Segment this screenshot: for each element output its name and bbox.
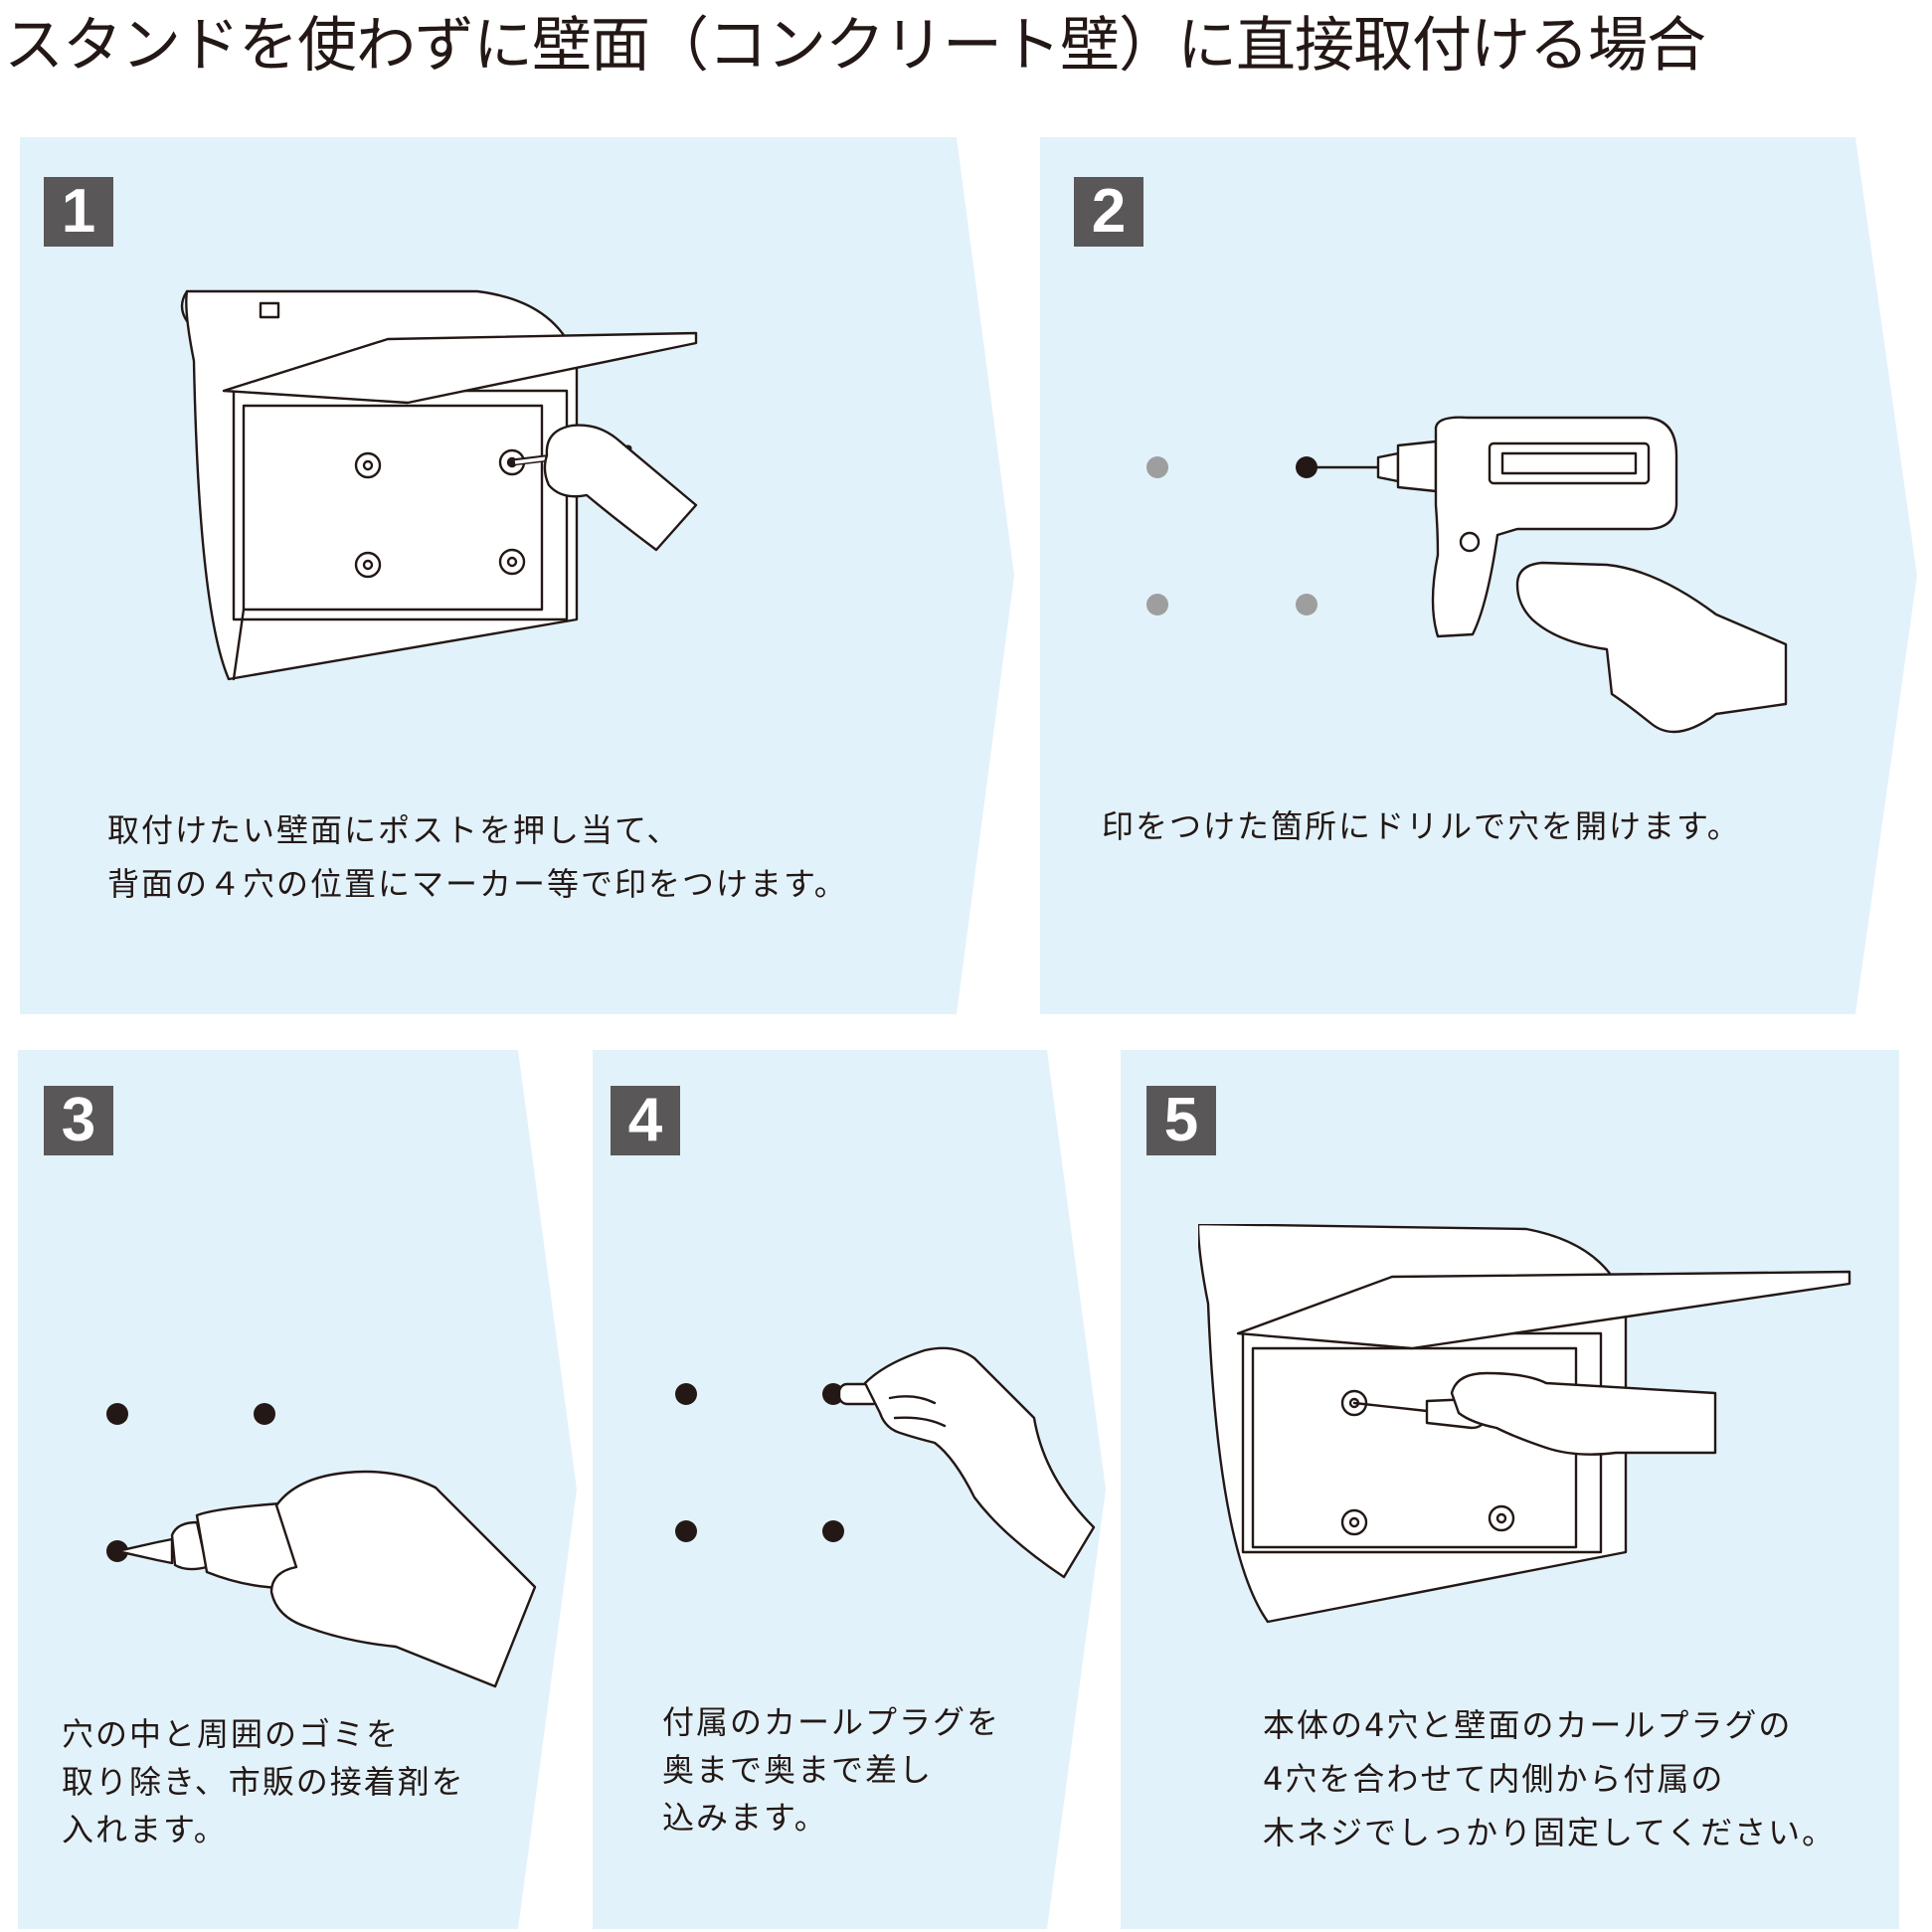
step-4-line-2: 奥まで奥まで差し bbox=[662, 1751, 934, 1789]
adhesive-illustration bbox=[106, 1403, 537, 1688]
step-4-text: 付属のカールプラグを 奥まで奥まで差し 込みます。 bbox=[662, 1698, 1000, 1842]
step-3-badge: 3 bbox=[44, 1086, 113, 1155]
step-4-background bbox=[593, 1050, 1106, 1929]
step-4-line-3: 込みます。 bbox=[662, 1799, 828, 1837]
mark-dot bbox=[1296, 594, 1317, 615]
step-3-text: 穴の中と周囲のゴミを 取り除き、市販の接着剤を 入れます。 bbox=[62, 1710, 465, 1853]
hole-dot bbox=[822, 1520, 844, 1542]
step-3-line-2: 取り除き、市販の接着剤を bbox=[62, 1763, 465, 1801]
step-3-panel: 3 穴の中と周囲のゴミを 取り除き、市販の接着剤を 入れます。 bbox=[18, 1050, 577, 1929]
step-5-panel: 5 本体の4穴と壁面のカールプラグの 4穴を合わせて内側から付属の 木ネジでしっ… bbox=[1121, 1050, 1899, 1929]
mark-dot bbox=[1146, 594, 1168, 615]
mailbox-marking-illustration bbox=[180, 289, 698, 681]
step-5-line-3: 木ネジでしっかり固定してください。 bbox=[1263, 1814, 1837, 1851]
step-4-panel: 4 付属のカールプラグを 奥まで奥まで差し 込みます。 bbox=[593, 1050, 1106, 1929]
mailbox-fixing-illustration bbox=[1198, 1224, 1851, 1624]
step-4-badge: 4 bbox=[611, 1086, 680, 1155]
mark-dot bbox=[1146, 456, 1168, 478]
step-5-line-2: 4穴を合わせて内側から付属の bbox=[1263, 1760, 1725, 1798]
hole-dot bbox=[675, 1383, 697, 1405]
step-1-text: 取付けたい壁面にポストを押し当て、 背面の４穴の位置にマーカー等で印をつけます。 bbox=[107, 803, 848, 911]
step-4-line-1: 付属のカールプラグを bbox=[662, 1703, 1001, 1741]
step-3-line-1: 穴の中と周囲のゴミを bbox=[62, 1715, 401, 1753]
step-5-badge: 5 bbox=[1146, 1086, 1216, 1155]
step-1-panel: 1 取付けたい壁面にポストを押し当て、 背面の４穴の位置にマーカー等で印をつけま… bbox=[20, 137, 1014, 1014]
hole-dot bbox=[254, 1403, 275, 1425]
hole-dot bbox=[675, 1520, 697, 1542]
step-2-badge: 2 bbox=[1074, 177, 1143, 247]
step-1-badge: 1 bbox=[44, 177, 113, 247]
step-2-panel: 2 印をつけた箇所にドリルで穴を開けます。 bbox=[1040, 137, 1917, 1014]
step-5-text: 本体の4穴と壁面のカールプラグの 4穴を合わせて内側から付属の 木ネジでしっかり… bbox=[1263, 1698, 1836, 1859]
page-title: スタンドを使わずに壁面（コンクリート壁）に直接取付ける場合 bbox=[4, 11, 1706, 81]
step-5-line-1: 本体の4穴と壁面のカールプラグの bbox=[1263, 1706, 1793, 1744]
step-2-text: 印をつけた箇所にドリルで穴を開けます。 bbox=[1102, 799, 1741, 853]
step-3-line-3: 入れます。 bbox=[62, 1811, 228, 1848]
step-1-line-1: 取付けたい壁面にポストを押し当て、 bbox=[107, 811, 681, 849]
hole-dot bbox=[106, 1403, 128, 1425]
step-1-line-2: 背面の４穴の位置にマーカー等で印をつけます。 bbox=[107, 865, 848, 903]
drill-illustration bbox=[1146, 416, 1788, 734]
step-2-line-1: 印をつけた箇所にドリルで穴を開けます。 bbox=[1102, 807, 1741, 845]
plug-insertion-illustration bbox=[675, 1346, 1096, 1579]
